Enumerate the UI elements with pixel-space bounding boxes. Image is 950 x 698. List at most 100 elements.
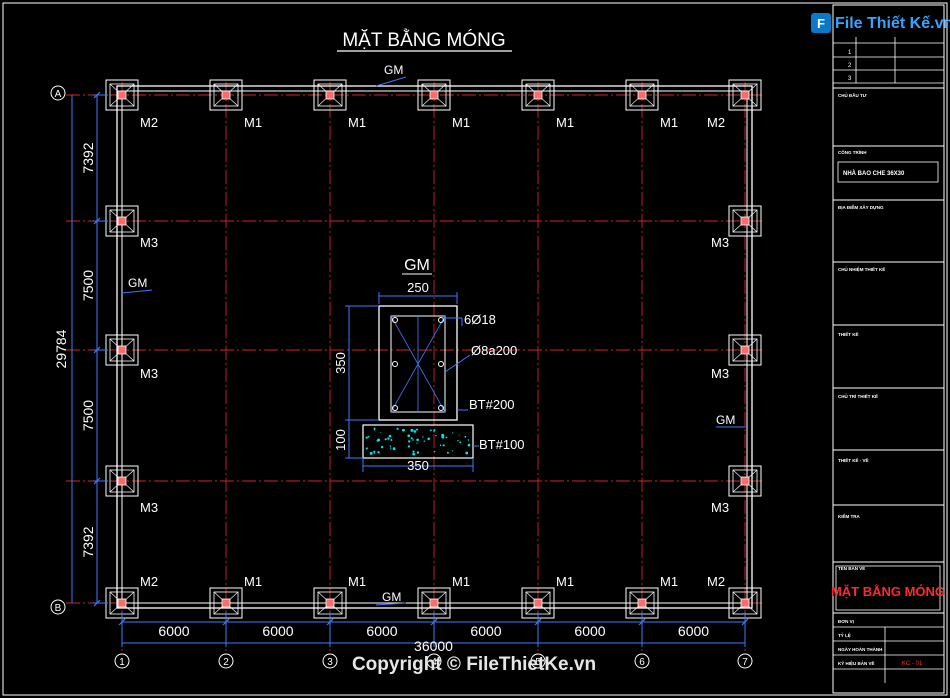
- rebar-dot: [438, 405, 444, 411]
- hatch-dot: [376, 440, 379, 442]
- footing-column: [429, 90, 439, 100]
- building-outline: [116, 85, 753, 609]
- footing-label-bottom: M2: [140, 574, 158, 589]
- inner-wall-line: [121, 90, 748, 604]
- hatch-dot: [365, 436, 368, 439]
- tb-label-checker: KIỂM TRA: [838, 513, 860, 519]
- grid-bubble-col-label: 6: [639, 657, 645, 668]
- dim-text-width-bottom: 350: [407, 458, 429, 473]
- footing-inner: [421, 83, 447, 107]
- hatch-dot: [430, 429, 432, 432]
- footing-label-side: M3: [140, 500, 158, 515]
- footing-column: [325, 90, 335, 100]
- footing-column: [117, 216, 127, 226]
- revision-row-number: 1: [848, 50, 852, 56]
- hatch-dot: [457, 440, 459, 442]
- watermark-copyright: Copyright © FileThietKe.vn: [352, 654, 596, 675]
- grid-bubble-col: [218, 653, 234, 669]
- footing-inner: [109, 469, 135, 493]
- footing-label-bottom: M1: [452, 574, 470, 589]
- dim-text-bay: 6000: [158, 623, 189, 639]
- hatch-dot: [464, 435, 467, 438]
- footing-group: [105, 79, 762, 619]
- hatch-dot: [446, 451, 449, 454]
- footing-label-bottom: M1: [348, 574, 366, 589]
- project-name-box: [837, 161, 939, 183]
- hatch-dot: [433, 429, 436, 432]
- footing-column: [740, 345, 750, 355]
- footing: [521, 79, 555, 111]
- footing-label-side: M3: [711, 235, 729, 250]
- footing-label-bottom: M1: [660, 574, 678, 589]
- dim-text-width-top: 250: [407, 280, 429, 295]
- hatch-dot: [367, 435, 370, 438]
- hatch-dot: [369, 451, 373, 455]
- hatch-dot: [388, 434, 392, 438]
- dim-tick: [93, 477, 101, 485]
- dim-tick: [222, 618, 230, 626]
- footing-label-side: M3: [140, 235, 158, 250]
- hatch-dot: [423, 440, 425, 442]
- footing-column: [117, 476, 127, 486]
- hatch-dot: [373, 429, 376, 431]
- hatch-dot: [387, 437, 390, 440]
- footing-inner: [213, 83, 239, 107]
- footing-inner: [732, 338, 758, 362]
- footing-label-top: M1: [556, 115, 574, 130]
- hatch-dot: [416, 438, 419, 442]
- footing-column: [740, 598, 750, 608]
- footing: [625, 79, 659, 111]
- hatch-dot: [373, 427, 376, 430]
- footing-column: [117, 90, 127, 100]
- dim-text-total-length: 36000: [414, 638, 453, 654]
- footing-column: [637, 90, 647, 100]
- grid-bubble-row-label: B: [55, 603, 62, 614]
- hatch-dot: [402, 428, 405, 432]
- hatch-dot: [389, 445, 392, 447]
- hatch-dot: [416, 451, 420, 454]
- hatch-dot: [416, 442, 418, 444]
- grid-bubble-col-label: 2: [223, 657, 229, 668]
- hatch-dot: [413, 430, 417, 433]
- footing-inner: [732, 469, 758, 493]
- footing-label-side: M3: [711, 366, 729, 381]
- footing-column: [325, 598, 335, 608]
- grid-bubble-col-label: 7: [742, 657, 748, 668]
- footing-column: [533, 90, 543, 100]
- footing-outline: [728, 465, 762, 497]
- revision-row-number: 3: [848, 76, 852, 82]
- dim-text-bay: 6000: [366, 623, 397, 639]
- dim-text-bay: 6000: [574, 623, 605, 639]
- rebar-dot: [392, 317, 398, 323]
- grid-bubble-col-label: 3: [327, 657, 333, 668]
- note-concrete: BT#200: [469, 397, 515, 412]
- hatch-dot: [410, 437, 413, 440]
- hatch-dot: [412, 452, 416, 456]
- hatch-dot: [433, 431, 435, 433]
- hatch-dot: [439, 444, 442, 447]
- footing-label-bottom: M1: [556, 574, 574, 589]
- beam-label-leader: [121, 289, 153, 294]
- grid-bubble-col: [737, 653, 753, 669]
- footing-column: [429, 598, 439, 608]
- dim-text-bay: 6000: [678, 623, 709, 639]
- tb-label-drafter: THIẾT KẾ - VẼ: [838, 457, 869, 463]
- hatch-dot: [422, 436, 424, 438]
- lean-concrete-pad: [362, 424, 474, 459]
- footing-label-top: M1: [660, 115, 678, 130]
- footing-inner: [109, 338, 135, 362]
- grid-bubble-col: [634, 653, 650, 669]
- grid-bubble-col: [114, 653, 130, 669]
- footing-label-bottom: M1: [244, 574, 262, 589]
- title-block-frame: [832, 4, 945, 694]
- footing-outline: [313, 79, 347, 111]
- footing-column: [740, 90, 750, 100]
- dim-tick: [430, 618, 438, 626]
- hatch-dot: [390, 439, 393, 441]
- footing: [417, 79, 451, 111]
- dim-tick: [326, 618, 334, 626]
- dim-tick: [93, 217, 101, 225]
